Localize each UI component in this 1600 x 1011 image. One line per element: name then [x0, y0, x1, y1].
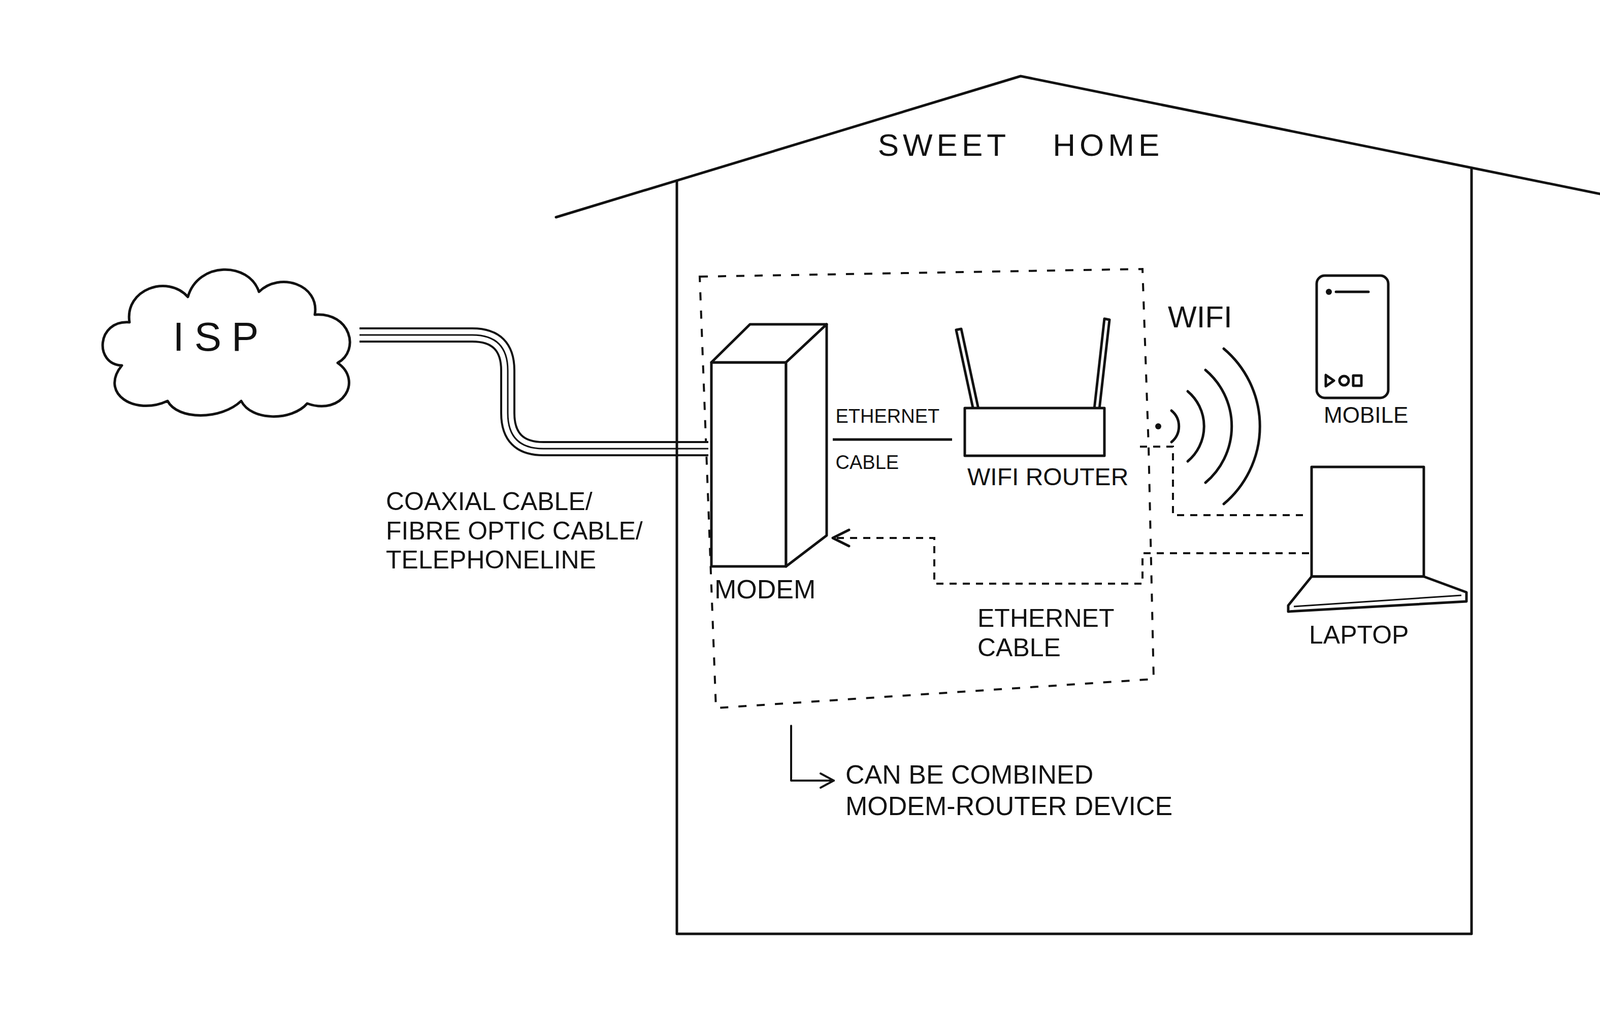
dashed-line — [1139, 446, 1310, 516]
wifi-wave — [1223, 348, 1260, 505]
laptop-label: LAPTOP — [1309, 621, 1409, 651]
combined-device-outline — [699, 269, 1154, 709]
drawing-part — [956, 329, 979, 411]
drawing-part — [964, 408, 1105, 456]
cable-strand — [359, 335, 709, 449]
wifi-dot — [1155, 423, 1162, 430]
dashed-line — [832, 538, 1310, 584]
drawing-part — [1339, 376, 1349, 386]
edge-label: COAXIAL CABLE/ FIBRE OPTIC CABLE/ TELEPH… — [385, 487, 668, 576]
wifi-wave — [1187, 391, 1204, 462]
drawing-part — [556, 76, 1600, 218]
dashed-ethernet-cable — [832, 530, 1310, 584]
dashed-ethernet-cable — [1139, 446, 1310, 516]
solid-line — [832, 438, 953, 442]
drawing-part — [1325, 288, 1332, 296]
laptop: LAPTOP — [1309, 459, 1470, 658]
modem-label: MODEM — [714, 574, 816, 606]
mobile-phone: MOBILE — [1312, 271, 1425, 435]
drawing-part — [711, 362, 787, 567]
modem-shape — [708, 314, 833, 620]
drawing-part — [1335, 290, 1369, 294]
wifi-router: WIFI ROUTER — [952, 314, 1140, 498]
isp-label: ISP — [86, 313, 356, 361]
drawing-part — [1353, 375, 1362, 386]
drawing-part — [1288, 576, 1467, 612]
wifi-wave — [1171, 410, 1180, 443]
wifi-waves — [1171, 348, 1260, 505]
cable-outer — [359, 335, 709, 449]
drawing-part — [676, 168, 1472, 935]
arrow-head — [832, 530, 850, 547]
drawing-part — [786, 324, 827, 567]
edge-label: ETHERNET CABLE — [835, 393, 958, 486]
edge-label: ETHERNET CABLE — [977, 604, 1130, 663]
router-label: WIFI ROUTER — [967, 463, 1129, 492]
callout-head — [820, 773, 834, 789]
cable-inner — [359, 335, 709, 449]
isp-cloud: ISP — [86, 248, 360, 422]
drawing-part — [1094, 318, 1110, 410]
callout-note: CAN BE COMBINED MODEM-ROUTER DEVICE — [845, 759, 1186, 823]
wifi-wave — [1205, 370, 1232, 483]
callout-arrow — [791, 726, 834, 789]
drawing-part — [1311, 467, 1424, 577]
ethernet-cable — [832, 439, 953, 441]
drawing-part — [1293, 595, 1462, 607]
house-title: SWEET HOME — [858, 126, 1184, 163]
mobile-label: MOBILE — [1323, 402, 1409, 429]
modem: MODEM — [708, 314, 833, 620]
drawing-part — [1325, 375, 1334, 387]
isp-cable — [359, 335, 709, 449]
wifi-label: WIFI — [1167, 299, 1233, 335]
drawing-part — [1316, 275, 1389, 399]
callout-line — [791, 726, 834, 781]
